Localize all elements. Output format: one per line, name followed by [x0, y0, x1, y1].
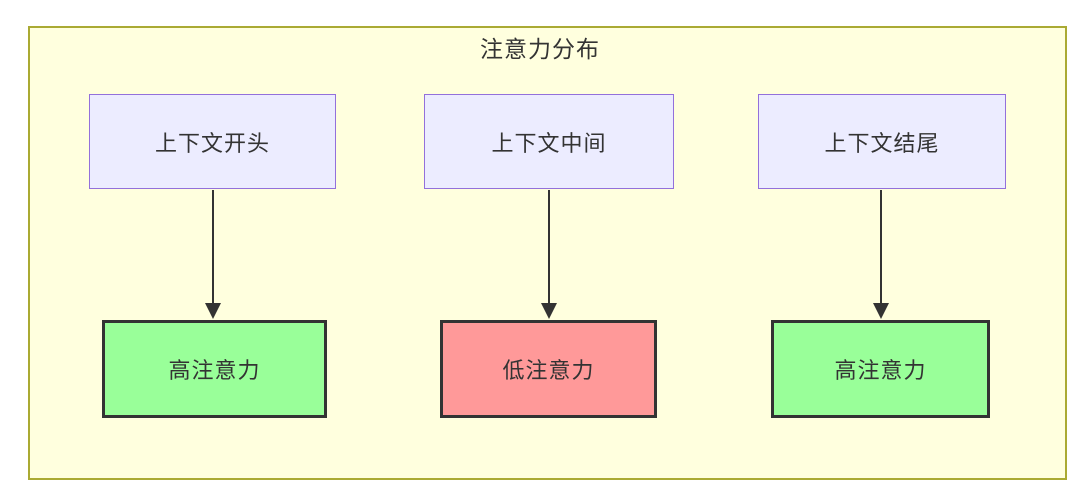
node-attention-high-2-label: 高注意力	[834, 358, 927, 383]
node-context-start-label: 上下文开头	[154, 130, 270, 156]
node-context-middle-label: 上下文中间	[491, 130, 607, 156]
node-attention-high-1-label: 高注意力	[168, 358, 261, 383]
node-attention-high-2: 高注意力	[771, 320, 990, 418]
node-attention-low-label: 低注意力	[502, 358, 595, 383]
node-context-middle: 上下文中间	[424, 94, 674, 189]
node-context-end-label: 上下文结尾	[824, 130, 940, 156]
diagram-title: 注意力分布	[480, 36, 600, 62]
node-attention-high-1: 高注意力	[102, 320, 327, 418]
node-context-end: 上下文结尾	[758, 94, 1006, 189]
node-context-start: 上下文开头	[89, 94, 336, 189]
node-attention-low: 低注意力	[440, 320, 657, 418]
